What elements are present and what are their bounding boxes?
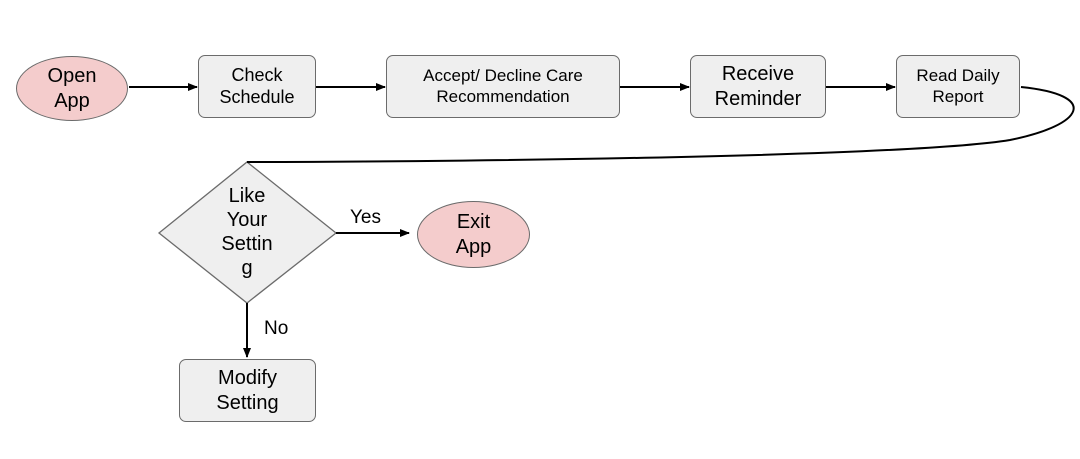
node-accept-decline-label: Accept/ Decline Care Recommendation	[423, 65, 583, 106]
node-modify-setting-label: Modify Setting	[216, 367, 279, 414]
node-check-schedule: Check Schedule	[198, 55, 316, 118]
node-receive-reminder-label: Receive Reminder	[714, 63, 802, 110]
edge-label-yes: Yes	[350, 207, 381, 228]
node-receive-reminder: Receive Reminder	[690, 55, 826, 118]
node-open-app: Open App	[16, 56, 128, 121]
node-read-daily-report: Read Daily Report	[896, 55, 1020, 118]
node-check-schedule-label: Check Schedule	[219, 64, 295, 107]
node-modify-setting: Modify Setting	[179, 359, 316, 422]
node-exit-app-label: Exit App	[455, 211, 492, 258]
node-exit-app: Exit App	[417, 201, 530, 268]
decision-label: Like Your Settin g	[221, 185, 273, 279]
node-open-app-label: Open App	[47, 65, 97, 112]
edge-label-no: No	[264, 318, 289, 339]
node-read-daily-report-label: Read Daily Report	[916, 65, 1000, 106]
edge-report-to-decision	[246, 86, 1075, 163]
node-accept-decline: Accept/ Decline Care Recommendation	[386, 55, 620, 118]
